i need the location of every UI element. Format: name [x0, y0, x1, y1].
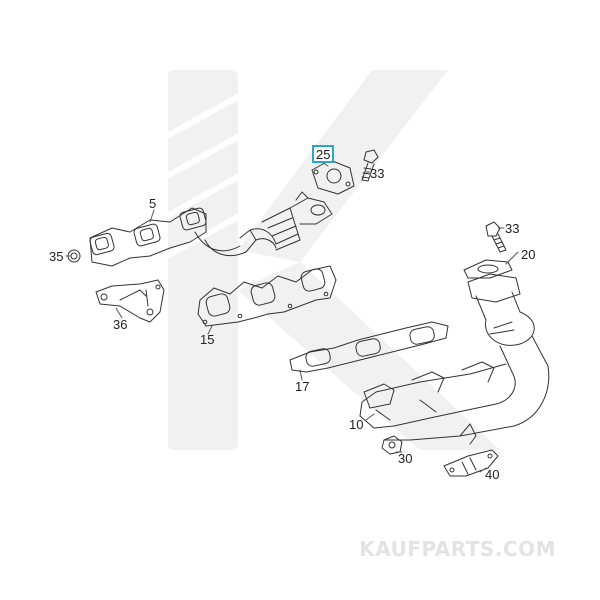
- logo-watermark: [168, 70, 500, 450]
- callout-40: 40: [485, 467, 500, 482]
- part-20-gasket: [463, 259, 513, 279]
- watermark-text: KAUFPARTS.COM: [359, 537, 556, 561]
- callout-33-upper: 33: [370, 166, 385, 181]
- callout-5: 5: [149, 196, 157, 211]
- callout-15: 15: [200, 332, 215, 347]
- callout-35: 35: [49, 249, 64, 264]
- callout-20: 20: [521, 247, 536, 262]
- part-10-exhaust-manifold: [359, 273, 550, 445]
- part-33-bolt-upper: [361, 149, 379, 182]
- part-17-gasket: [289, 321, 449, 373]
- part-40-bracket: [443, 449, 499, 477]
- callout-33-right: 33: [505, 221, 520, 236]
- part-5-exhaust-manifold: [89, 191, 333, 267]
- callout-17: 17: [295, 379, 310, 394]
- logo-watermark-stripes: [158, 87, 252, 263]
- callout-36: 36: [113, 317, 128, 332]
- callout-25[interactable]: 25: [312, 145, 335, 163]
- part-33-bolt-right: [485, 221, 507, 253]
- part-36-bracket: [95, 279, 165, 323]
- leader-lines: [65, 161, 519, 473]
- callout-10: 10: [349, 417, 364, 432]
- part-15-gasket: [197, 265, 337, 327]
- callout-30: 30: [398, 451, 413, 466]
